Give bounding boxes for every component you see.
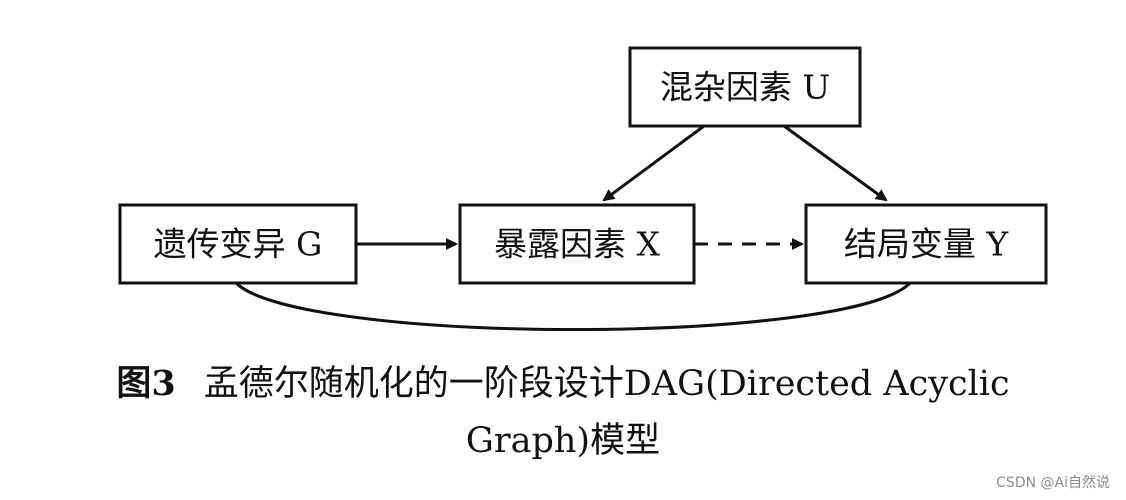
node-exposure-x-box xyxy=(458,203,696,285)
edge-u-x-arrow xyxy=(602,124,705,202)
figure-caption-text: 孟德尔随机化的一阶段设计DAG(Directed Acyclic xyxy=(203,364,1010,404)
node-exposure-x: 暴露因素 X xyxy=(458,203,696,285)
node-outcome-y-label: 结局变量 Y xyxy=(844,225,1009,264)
node-genetic-variant-g-label: 遗传变异 G xyxy=(154,225,323,264)
figure-caption-line2: Graph)模型 xyxy=(465,421,661,461)
edge-u-y-arrow xyxy=(783,124,888,202)
node-confounder-u-box xyxy=(628,46,862,128)
node-outcome-y: 结局变量 Y xyxy=(804,203,1048,285)
watermark: CSDN @Ai自然说 xyxy=(996,475,1110,491)
node-genetic-variant-g: 遗传变异 G xyxy=(118,203,358,285)
dag-diagram: 混杂因素 U 遗传变异 G 暴露因素 X 结局变量 Y xyxy=(118,46,1048,331)
node-outcome-y-box xyxy=(804,203,1048,285)
figure-number: 图3 xyxy=(116,363,176,404)
node-genetic-variant-g-box xyxy=(118,203,358,285)
edge-g-y-curve xyxy=(234,281,912,331)
node-confounder-u-label: 混杂因素 U xyxy=(660,68,830,107)
node-exposure-x-label: 暴露因素 X xyxy=(494,225,660,264)
figure-caption-line1: 图3 孟德尔随机化的一阶段设计DAG(Directed Acyclic xyxy=(0,366,1126,402)
node-confounder-u: 混杂因素 U xyxy=(628,46,862,128)
